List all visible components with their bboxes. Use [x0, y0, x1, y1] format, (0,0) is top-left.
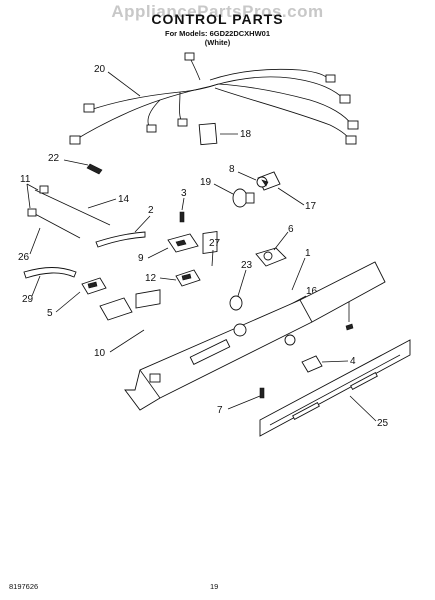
callout-5: 5: [47, 308, 53, 319]
part-switch[interactable]: [167, 233, 199, 253]
callout-9: 9: [138, 253, 144, 264]
part-control-housing[interactable]: [99, 261, 386, 411]
callout-29: 29: [22, 294, 34, 305]
callout-18: 18: [240, 129, 252, 140]
callout-7: 7: [217, 405, 223, 416]
callout-26: 26: [18, 252, 30, 263]
page-number: 19: [210, 582, 219, 591]
callout-1: 1: [305, 248, 311, 259]
color-line: (White): [204, 38, 231, 47]
callout-8: 8: [229, 164, 235, 175]
part-plate[interactable]: [198, 122, 218, 146]
part-hinge[interactable]: [301, 355, 323, 373]
part-screw-small[interactable]: [345, 323, 354, 331]
part-lamp-holder[interactable]: [229, 295, 243, 311]
part-bracket[interactable]: [175, 269, 201, 287]
callout-19: 19: [200, 177, 212, 188]
callout-6: 6: [288, 224, 294, 235]
part-light-bulb[interactable]: [232, 188, 255, 208]
part-control[interactable]: [81, 277, 107, 295]
part-thermostat[interactable]: [255, 247, 287, 267]
part-wire-harness[interactable]: [69, 52, 359, 145]
callout-23: 23: [241, 260, 253, 271]
part-tube[interactable]: [95, 231, 146, 248]
callout-25: 25: [377, 418, 389, 429]
part-screw[interactable]: [179, 211, 185, 223]
callout-16: 16: [306, 286, 318, 297]
part-sensor[interactable]: [27, 185, 111, 239]
page-title: CONTROL PARTS: [151, 11, 284, 27]
callout-2: 2: [148, 205, 154, 216]
model-line: For Models: 6GD22DCXHW01: [164, 29, 271, 38]
callout-11: 11: [20, 174, 31, 185]
watermark: AppliancePartsPros.com: [111, 2, 324, 21]
callout-22: 22: [48, 153, 60, 164]
callout-12: 12: [145, 273, 157, 284]
callout-14: 14: [118, 194, 130, 205]
doc-number: 8197626: [9, 582, 39, 591]
callout-10: 10: [94, 348, 106, 359]
part-trim-strip[interactable]: [259, 339, 411, 437]
part-screw-bottom[interactable]: [259, 387, 265, 399]
part-clip[interactable]: [86, 163, 103, 175]
callout-27: 27: [209, 238, 221, 249]
callout-17: 17: [305, 201, 317, 212]
part-label[interactable]: [202, 230, 218, 254]
callout-4: 4: [350, 356, 356, 367]
part-lamp-socket[interactable]: [256, 171, 281, 191]
part-tubing[interactable]: [23, 267, 77, 279]
callout-20: 20: [94, 64, 106, 75]
callout-3: 3: [181, 188, 187, 199]
